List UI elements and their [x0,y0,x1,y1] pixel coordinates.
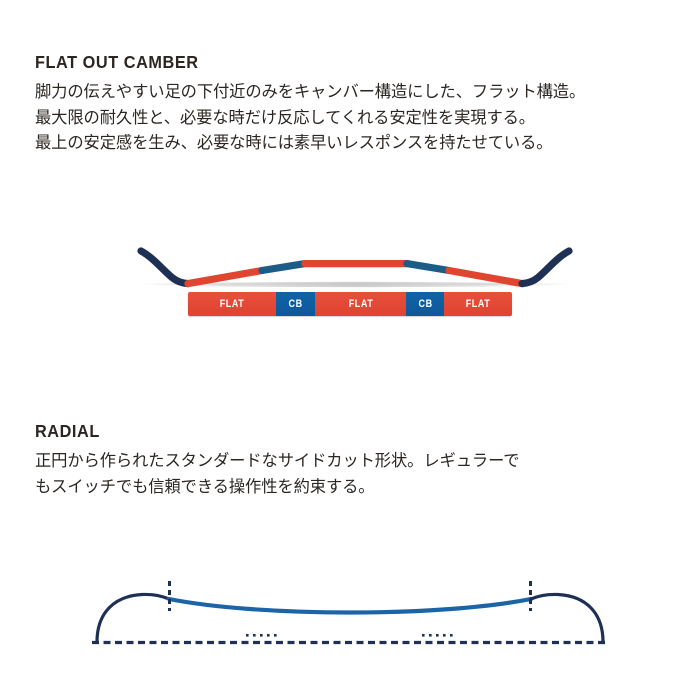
body-text-line: 脚力の伝えやすい足の下付近のみをキャンバー構造にした、フラット構造。 [35,83,586,101]
board-camber-right [403,260,453,275]
board-camber-left [258,260,309,275]
page-title-flat-out-camber: FLAT OUT CAMBER [35,52,199,72]
legend-segment-label: CB [418,298,433,310]
legend-segment-label: FLAT [219,298,245,310]
board-tip-right [518,247,573,288]
board-shadow-line [140,283,570,285]
board-tip-left [137,247,192,288]
sidecut-edge [166,596,534,615]
board-flat-left [184,266,266,288]
flat-out-camber-profile-diagram [120,232,590,322]
section-radial: RADIAL 正円から作られたスタンダードなサイドカット形状。レギュラーで もス… [35,421,520,500]
baseline-tick-cluster-left [246,634,277,637]
camber-zone-legend: FLAT CB FLAT CB FLAT [188,292,512,316]
legend-segment-label: FLAT [348,298,374,310]
baseline-tick-cluster-right [422,634,453,637]
legend-segment-cb-left: CB [276,292,315,316]
legend-segment-label: CB [288,298,303,310]
radial-sidecut-diagram [70,558,630,668]
body-text-line: もスイッチでも信頼できる操作性を約束する。 [35,477,375,496]
legend-segment-cb-right: CB [406,292,445,316]
body-text-line: 正円から作られたスタンダードなサイドカット形状。レギュラーで [35,452,520,470]
legend-segment-flat-left: FLAT [188,292,277,316]
body-text-line: 最大限の耐久性と、必要な時だけ反応してくれる安定性を実現する。 [35,108,535,127]
legend-segment-label: FLAT [465,298,491,310]
sidecut-nose-left [95,592,171,644]
board-flat-right [445,266,526,288]
legend-segment-flat-right: FLAT [444,292,512,316]
body-text-line: 最上の安定感を生み、必要な時には素早いレスポンスを持たせている。 [35,134,553,152]
sidecut-tail-right [529,592,605,644]
section-flat-out-camber: FLAT OUT CAMBER 脚力の伝えやすい足の下付近のみをキャンバー構造に… [35,52,585,157]
page-title-radial: RADIAL [35,421,100,441]
legend-segment-flat-center: FLAT [315,292,407,316]
